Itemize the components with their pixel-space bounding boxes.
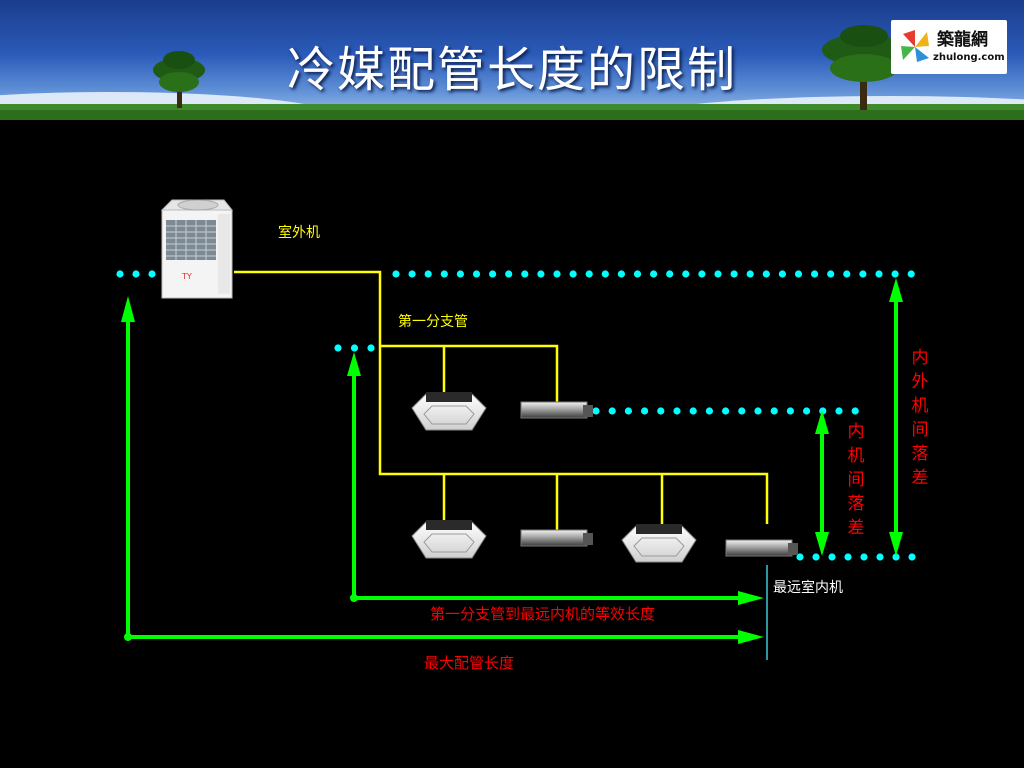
level-dot — [851, 407, 859, 415]
farthest-indoor-label: 最远室内机 — [773, 580, 843, 596]
pinwheel-logo-icon — [901, 30, 929, 62]
level-dot — [641, 407, 649, 415]
level-dot — [843, 270, 851, 278]
level-dot — [392, 270, 400, 278]
level-dot — [592, 407, 600, 415]
equiv-length-label: 第一分支管到最远内机的等效长度 — [430, 605, 656, 623]
duct-unit-icon — [725, 539, 798, 557]
outdoor-unit-label: 室外机 — [278, 225, 320, 241]
level-dot — [907, 270, 915, 278]
level-dot — [569, 270, 577, 278]
duct-unit-icon — [520, 529, 593, 547]
level-dot — [408, 270, 416, 278]
level-dot — [617, 270, 626, 278]
level-dot — [650, 270, 658, 278]
level-dot — [537, 270, 545, 278]
level-line-upper-indoor — [592, 407, 859, 415]
banner-landscape — [0, 25, 1024, 120]
level-dot — [892, 553, 900, 561]
level-dot — [424, 270, 432, 278]
level-dot — [812, 553, 820, 561]
level-dot — [828, 553, 836, 561]
level-dot — [714, 270, 722, 278]
duct-unit-icon — [520, 401, 593, 419]
level-dot — [786, 407, 795, 415]
level-dot — [624, 407, 633, 415]
indoor-drop-arrow — [815, 410, 829, 556]
zhulong-logo: 築龍網 zhulong.com — [891, 20, 1007, 74]
cassette-unit-icon — [411, 520, 487, 559]
tree-icon — [153, 51, 205, 108]
level-dot — [689, 407, 697, 415]
level-dot — [682, 270, 690, 278]
level-dot — [844, 553, 852, 561]
level-line-outdoor-right — [392, 270, 915, 278]
page-title: 冷媒配管长度的限制 — [286, 42, 737, 98]
level-dot — [489, 270, 497, 278]
level-dot — [505, 270, 513, 278]
level-dot — [456, 270, 464, 278]
level-dot — [472, 270, 481, 278]
max-length-arrow — [121, 296, 764, 644]
max-length-label: 最大配管长度 — [424, 654, 515, 672]
level-dot — [835, 407, 843, 415]
level-dot — [608, 407, 616, 415]
level-dot — [585, 270, 593, 278]
level-dot — [350, 344, 359, 352]
level-dot — [553, 270, 561, 278]
level-line-first-branch — [334, 344, 375, 352]
level-dot — [754, 407, 762, 415]
level-dot — [116, 270, 124, 278]
level-dot — [859, 270, 867, 278]
cassette-unit-icon — [411, 392, 487, 431]
level-dot — [657, 407, 665, 415]
level-dot — [860, 553, 868, 561]
level-dot — [705, 407, 714, 415]
level-dot — [738, 407, 746, 415]
level-dot — [722, 407, 730, 415]
level-dot — [666, 270, 674, 278]
tree-icon — [822, 25, 906, 110]
indoor-outdoor-drop-arrow — [889, 278, 903, 556]
level-dot — [367, 344, 375, 352]
indoor-outdoor-drop-label: 内外机间落差 — [911, 348, 929, 488]
level-dot — [633, 270, 642, 278]
level-dot — [796, 553, 804, 561]
level-dot — [803, 407, 811, 415]
level-dot — [521, 270, 529, 278]
level-dot — [875, 270, 883, 278]
level-line-outdoor — [116, 270, 156, 278]
refrigerant-pipes — [234, 270, 769, 530]
level-dot — [334, 344, 342, 352]
level-line-lower-indoor — [796, 553, 916, 561]
level-dot — [746, 270, 754, 278]
level-dot — [908, 553, 916, 561]
level-dot — [132, 270, 140, 278]
indoor-drop-label: 内机间落差 — [847, 422, 865, 538]
level-dot — [762, 270, 770, 278]
outdoor-unit-icon: TY — [160, 199, 234, 299]
level-dot — [891, 270, 899, 278]
level-dot — [778, 270, 787, 278]
equiv-length-arrow — [347, 352, 764, 605]
level-dot — [876, 553, 884, 561]
level-dot — [601, 270, 609, 278]
logo-url: zhulong.com — [933, 52, 1005, 63]
level-dot — [819, 407, 827, 415]
level-dot — [770, 407, 778, 415]
level-dot — [698, 270, 706, 278]
first-branch-label: 第一分支管 — [398, 314, 468, 330]
level-dot — [673, 407, 681, 415]
level-dot — [148, 270, 156, 278]
level-dot — [794, 270, 803, 278]
level-dot — [827, 270, 835, 278]
level-dot — [811, 270, 819, 278]
level-dot — [730, 270, 738, 278]
svg-text:TY: TY — [181, 272, 192, 281]
level-dot — [440, 270, 448, 278]
header-banner: 冷媒配管长度的限制 築龍網 zhulong.com — [0, 0, 1024, 120]
cassette-unit-icon — [621, 524, 697, 563]
logo-name: 築龍網 — [937, 30, 988, 50]
